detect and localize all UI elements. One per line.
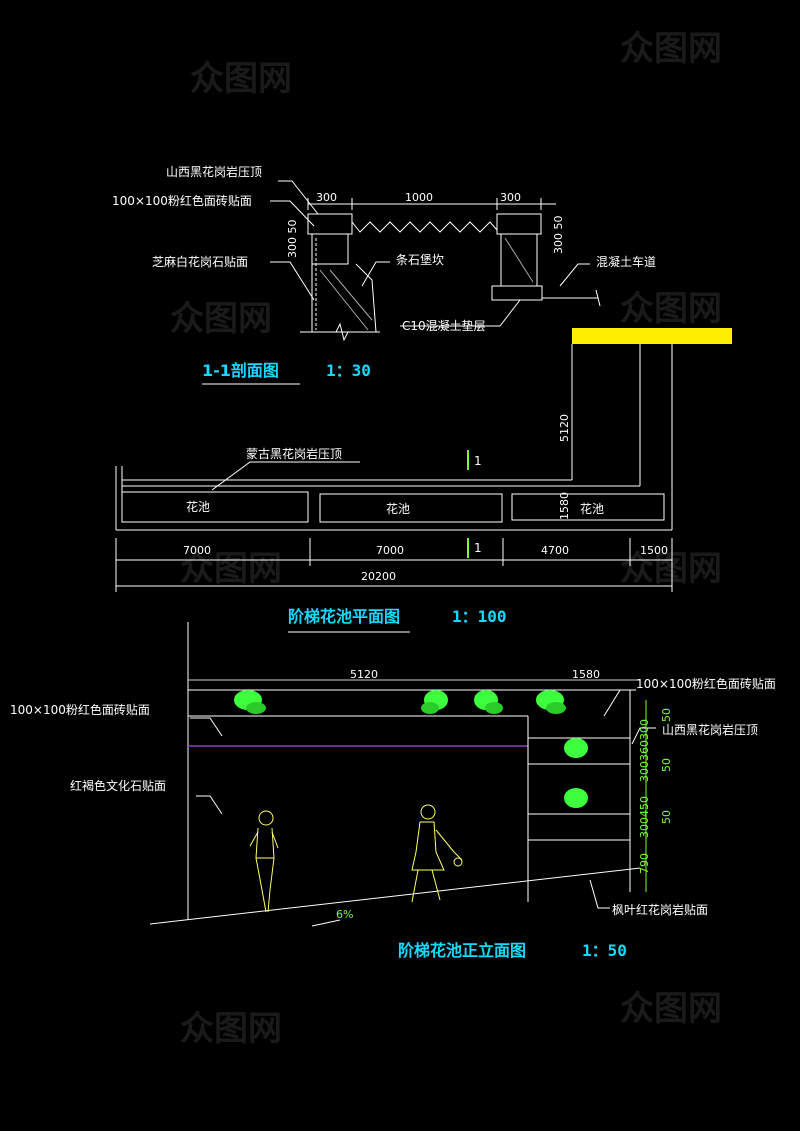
label-maple-granite: 枫叶红花岗岩贴面 [612,902,708,917]
label-tile-left: 100×100粉红色面砖贴面 [10,702,150,717]
watermark-layer: 众图网 众图网 众图网 众图网 众图网 众图网 众图网 众图网 [170,29,722,1049]
label-curb-stone: 条石堡坎 [396,252,444,267]
plan-bed-label-2: 花池 [386,501,410,516]
leader-line [211,461,360,491]
plan-title: 阶梯花池平面图 [288,607,400,626]
plan-dim-vertical-long: 5120 [558,414,571,442]
elev-dim-50-b: 50 [660,758,673,772]
leader-line [361,261,390,287]
plan-scale: 1：100 [452,607,507,626]
elevation-view [149,622,656,927]
leader-line [270,200,315,227]
leader-line [589,879,610,909]
leader-line [278,180,319,215]
break-line [300,322,380,342]
plan-bed-label-3: 花池 [580,501,604,516]
elev-dim-50-a: 50 [660,708,673,722]
left-hatch [319,269,369,331]
leader-line [270,261,315,301]
plant-icon [564,738,588,758]
elev-dim-stack-1: 300360300 [638,719,651,782]
watermark-text: 众图网 [180,1009,282,1049]
section-1-1-text: 山西黑花岗岩压顶 100×100粉红色面砖贴面 芝麻白花岗石贴面 条石堡坎 混凝… [112,164,656,385]
section-scale: 1：30 [326,361,371,380]
elev-slope: 6% [336,908,353,921]
leader-line [400,299,521,327]
plan-dim-span-4: 1500 [640,544,668,557]
plant-layer [234,690,588,808]
leader-line [196,795,223,815]
plan-dim-total: 20200 [361,570,396,583]
plan-bed-3 [511,493,665,521]
elev-dim-top-short: 1580 [572,668,600,681]
dim-w-left: 300 [316,191,337,204]
section-1-1 [270,180,601,342]
dim-h-right: 300 50 [552,216,565,255]
plan-dim-span-3: 4700 [541,544,569,557]
left-curb-stone [311,263,377,333]
right-coping [496,213,542,235]
elevation-scale: 1：50 [582,941,627,960]
watermark-text: 众图网 [190,59,292,99]
watermark-text: 众图网 [620,29,722,69]
plant-icon [564,788,588,808]
plan-view [115,344,673,592]
left-pier-upper [311,233,349,265]
label-tile: 100×100粉红色面砖贴面 [112,193,252,208]
plant-icon [421,690,448,714]
left-coping [307,213,353,235]
plan-bed-2 [319,493,503,523]
label-tile-right: 100×100粉红色面砖贴面 [636,676,776,691]
elevation-text: 100×100粉红色面砖贴面 红褐色文化石贴面 100×100粉红色面砖贴面 山… [10,668,776,960]
dim-w-right: 300 [500,191,521,204]
leader-line [631,727,656,745]
label-coping: 山西黑花岗岩压顶 [166,164,262,179]
planting-soil [351,221,498,233]
watermark-text: 众图网 [620,989,722,1029]
section-title: 1-1剖面图 [202,361,279,380]
dim-h-left: 300 50 [286,220,299,259]
slope-arrow [311,919,341,927]
figure-woman-1 [249,810,279,913]
watermark-text: 众图网 [180,549,282,589]
elev-dim-top-long: 5120 [350,668,378,681]
label-cultured-stone: 红褐色文化石贴面 [70,778,166,793]
watermark-text: 众图网 [170,299,272,339]
plan-coping-label: 蒙古黑花岗岩压顶 [246,446,342,461]
highlight-bar [572,328,732,344]
watermark-text: 众图网 [620,289,722,329]
watermark-text: 众图网 [620,549,722,589]
plan-text: 蒙古黑花岗岩压顶 花池 花池 花池 1 1 7000 7000 4700 150… [183,414,668,633]
plan-bed-1 [121,491,309,523]
plan-dim-span-1: 7000 [183,544,211,557]
road-bed [491,285,543,301]
label-granite-face: 芝麻白花岗石贴面 [152,254,248,269]
plan-bed-label-1: 花池 [186,499,210,514]
figure-woman-2 [411,804,463,903]
plant-icon [234,690,266,714]
leader-line [190,717,223,737]
label-concrete-road: 混凝土车道 [596,254,656,269]
label-coping-right: 山西黑花岗岩压顶 [662,722,758,737]
elev-dim-stack-2: 300450 [638,796,651,838]
plan-dim-span-2: 7000 [376,544,404,557]
cut-marker-label: 1 [474,454,482,468]
break-line [595,289,601,307]
dim-w-mid: 1000 [405,191,433,204]
leader-line [559,263,590,287]
right-hatch [504,237,534,283]
elev-dim-50-c: 50 [660,810,673,824]
elevation-title: 阶梯花池正立面图 [398,941,526,960]
leader-line [603,689,636,717]
plan-dim-vertical-short: 1580 [558,492,571,520]
plant-icon [536,690,566,714]
left-hatch [329,269,373,321]
label-c10-bed: C10混凝土垫层 [402,318,486,333]
ground-slope [149,867,641,925]
plant-icon [474,690,503,714]
elev-dim-bottom: 790 [638,853,651,874]
cut-marker-label: 1 [474,541,482,555]
